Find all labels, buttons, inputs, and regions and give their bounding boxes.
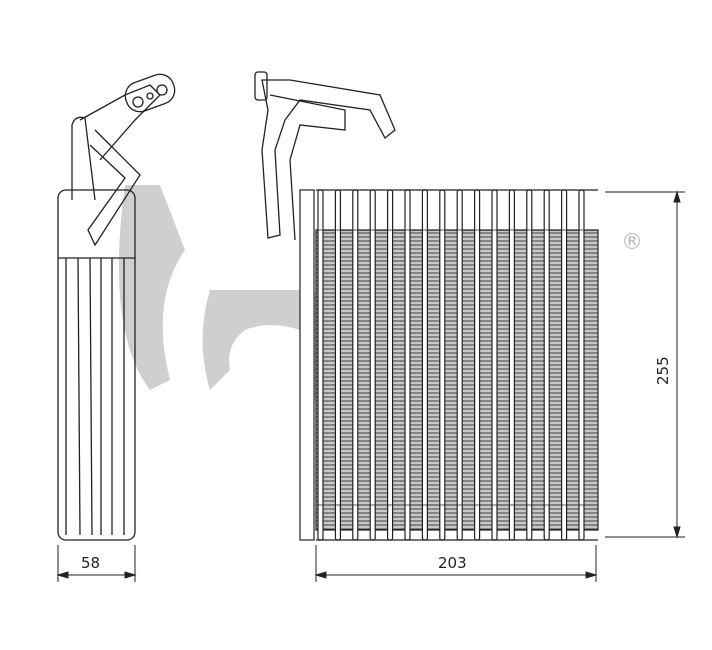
core-tube (508, 189, 515, 541)
pipe-connection (254, 71, 396, 241)
height-label: 255 (654, 356, 672, 385)
width-label: 203 (438, 554, 467, 572)
core-tube (456, 189, 463, 541)
core-tube (334, 189, 341, 541)
core-tube (474, 189, 481, 541)
core-tube (317, 189, 324, 541)
dimension-depth (56, 545, 137, 582)
dimension-width (314, 545, 598, 582)
dimension-height (605, 190, 685, 539)
core-tube (439, 189, 446, 541)
core-tube (404, 189, 411, 541)
registered-mark: ® (621, 230, 643, 255)
core-tube (543, 189, 550, 541)
core-tube (560, 189, 568, 541)
core-tube (352, 189, 359, 541)
core-tube (578, 189, 585, 541)
evaporator-core (299, 189, 599, 541)
core-tube (387, 189, 394, 541)
core-tube (526, 189, 533, 541)
core-tube (421, 189, 428, 541)
depth-label: 58 (81, 554, 100, 572)
core-tube (491, 189, 498, 541)
side-view (57, 73, 176, 541)
core-tube (369, 189, 376, 541)
